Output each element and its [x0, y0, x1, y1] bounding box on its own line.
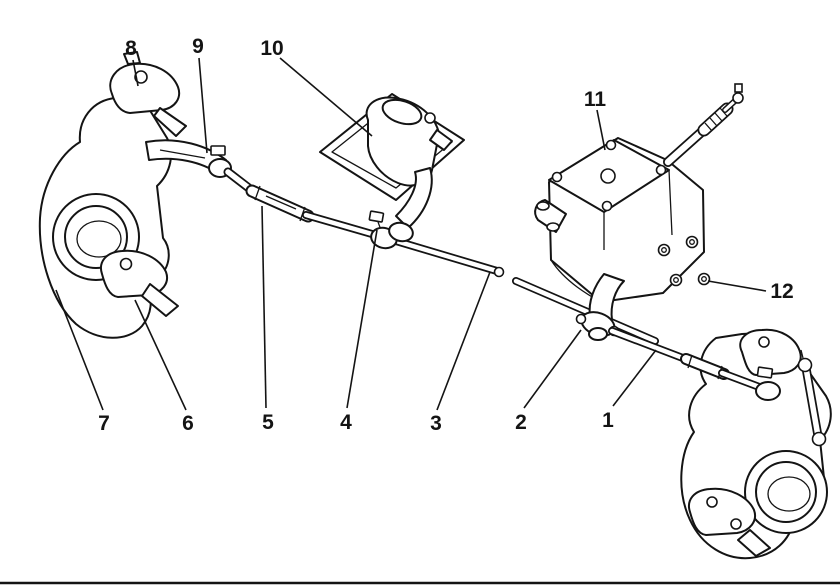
callout-leader-6 [134, 299, 187, 411]
left-steering-knuckle [38, 51, 232, 339]
upper-ball-joint-clamp [109, 51, 187, 137]
callout-leader-10 [279, 57, 373, 137]
callout-labels: 1 2 3 4 5 6 7 8 9 10 11 12 [98, 35, 794, 435]
callout-label-2: 2 [515, 411, 527, 434]
steering-gearbox [534, 83, 744, 303]
callout-label-1: 1 [602, 409, 614, 432]
right-steering-knuckle [680, 328, 832, 560]
callout-label-6: 6 [182, 412, 194, 435]
callout-leader-7 [55, 289, 104, 411]
callout-leader-11 [596, 109, 606, 151]
callout-label-12: 12 [770, 280, 793, 303]
callout-label-7: 7 [98, 412, 110, 435]
callout-leader-9 [198, 57, 208, 154]
idler-arm-assembly [319, 93, 465, 229]
center-link [392, 237, 659, 345]
callout-leader-1 [612, 349, 657, 407]
callout-label-9: 9 [192, 35, 204, 58]
right-tie-rod [608, 327, 781, 401]
callout-label-10: 10 [260, 37, 283, 60]
callout-leader-3 [436, 271, 491, 411]
callout-leader-5 [261, 205, 267, 409]
center-link-ball-joints [368, 210, 414, 250]
callout-label-11: 11 [584, 88, 607, 111]
right-upper-ball-joint-clamp [739, 328, 802, 376]
callout-label-8: 8 [125, 37, 137, 60]
left-tie-rod [223, 167, 376, 238]
right-lower-ball-joint-clamp [688, 487, 771, 557]
callout-leader-12 [707, 280, 767, 292]
lower-ball-joint-clamp [100, 249, 179, 317]
callout-leaders [55, 57, 767, 411]
callout-leader-2 [523, 329, 582, 409]
callout-leader-4 [346, 229, 378, 409]
stabilizer-link [797, 349, 827, 447]
gearbox-mounting-bolts [657, 235, 711, 287]
steering-input-shaft [663, 83, 744, 167]
callout-leader-8 [132, 59, 139, 87]
callout-label-4: 4 [340, 411, 352, 434]
callout-label-3: 3 [430, 412, 442, 435]
callout-label-5: 5 [262, 411, 274, 434]
